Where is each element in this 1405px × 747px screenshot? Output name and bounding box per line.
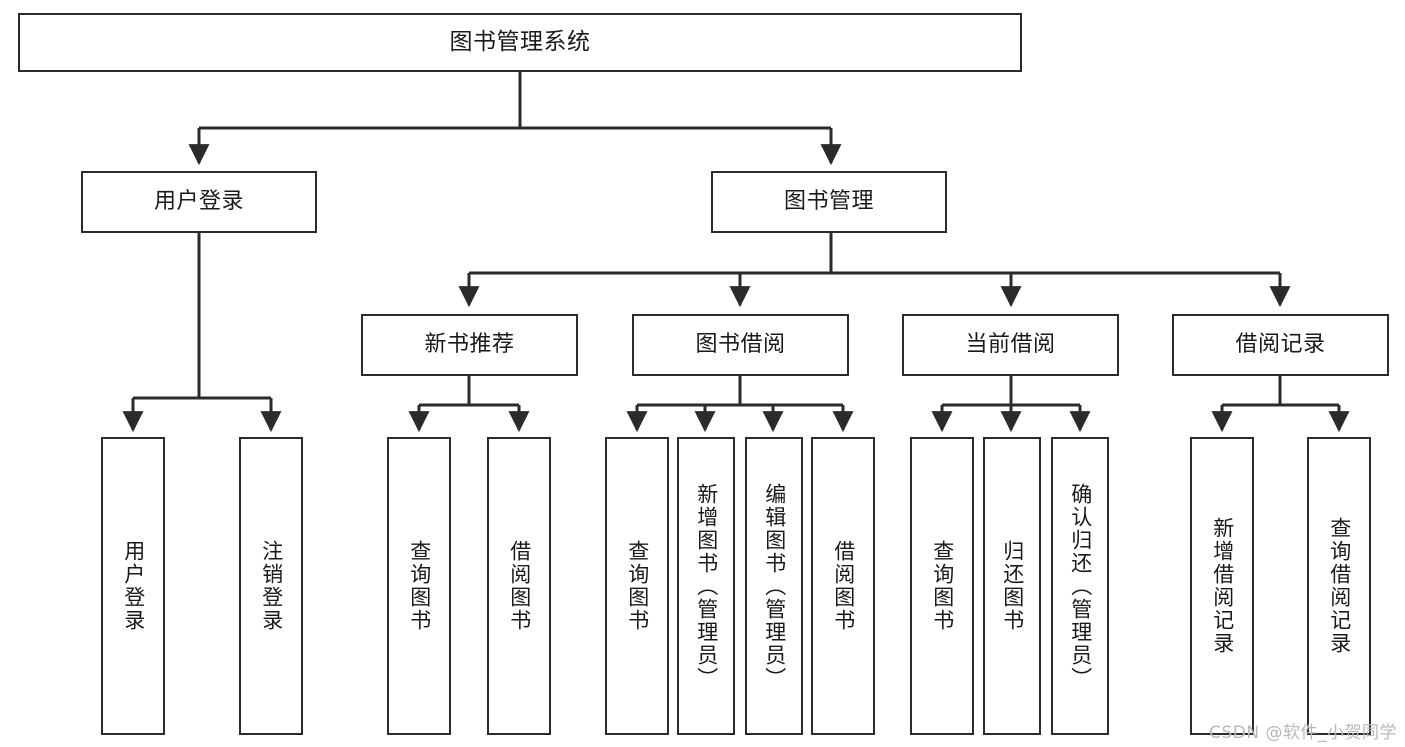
- node-current-borrow[interactable]: 当前借阅: [902, 314, 1119, 376]
- leaf-borrow-edit-book[interactable]: 编辑图书（管理员）: [745, 437, 803, 735]
- node-label: 图书管理系统: [449, 29, 591, 56]
- node-book-borrow[interactable]: 图书借阅: [632, 314, 849, 376]
- leaf-current-query-book[interactable]: 查询图书: [910, 437, 974, 735]
- leaf-borrow-borrow-book[interactable]: 借阅图书: [811, 437, 875, 735]
- node-label: 借阅图书: [507, 540, 532, 632]
- node-label: 新增图书（管理员）: [694, 482, 719, 690]
- node-label: 借阅记录: [1235, 332, 1326, 358]
- node-label: 图书借阅: [695, 332, 786, 358]
- node-label: 图书管理: [783, 189, 874, 215]
- leaf-recommend-borrow-book[interactable]: 借阅图书: [487, 437, 551, 735]
- node-label: 新书推荐: [424, 332, 515, 358]
- node-borrow-record[interactable]: 借阅记录: [1172, 314, 1389, 376]
- leaf-borrow-query-book[interactable]: 查询图书: [605, 437, 669, 735]
- node-label: 归还图书: [1000, 540, 1025, 632]
- leaf-borrow-add-book[interactable]: 新增图书（管理员）: [677, 437, 735, 735]
- node-label: 查询图书: [625, 540, 650, 632]
- node-label: 查询图书: [407, 540, 432, 632]
- leaf-record-add[interactable]: 新增借阅记录: [1190, 437, 1254, 735]
- node-label: 用户登录: [153, 189, 244, 215]
- node-new-book-recommend[interactable]: 新书推荐: [361, 314, 578, 376]
- node-label: 查询借阅记录: [1327, 517, 1352, 655]
- node-label: 注销登录: [259, 540, 284, 632]
- node-label: 借阅图书: [831, 540, 856, 632]
- node-book-management[interactable]: 图书管理: [711, 171, 947, 233]
- leaf-record-query[interactable]: 查询借阅记录: [1307, 437, 1371, 735]
- node-label: 查询图书: [930, 540, 955, 632]
- node-root-system[interactable]: 图书管理系统: [18, 13, 1022, 72]
- node-label: 编辑图书（管理员）: [762, 482, 787, 690]
- leaf-user-login[interactable]: 用户登录: [101, 437, 165, 735]
- leaf-user-logout[interactable]: 注销登录: [239, 437, 303, 735]
- leaf-recommend-query-book[interactable]: 查询图书: [387, 437, 451, 735]
- watermark: CSDN @软件_小贺同学: [1209, 723, 1397, 743]
- node-label: 当前借阅: [965, 332, 1056, 358]
- leaf-current-return-book[interactable]: 归还图书: [983, 437, 1041, 735]
- node-label: 用户登录: [121, 540, 146, 632]
- leaf-current-confirm-return[interactable]: 确认归还（管理员）: [1051, 437, 1109, 735]
- node-user-login[interactable]: 用户登录: [81, 171, 317, 233]
- node-label: 新增借阅记录: [1210, 517, 1235, 655]
- node-label: 确认归还（管理员）: [1068, 482, 1093, 690]
